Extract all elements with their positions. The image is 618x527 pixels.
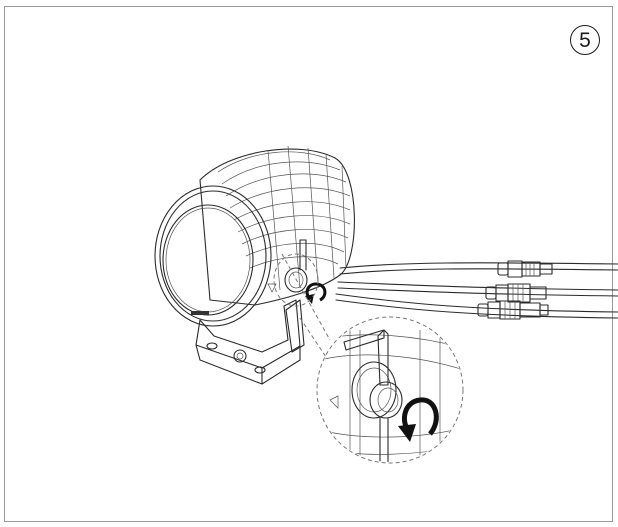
- brand-logo-mark: [191, 311, 209, 315]
- rotate-clockwise-arrow-icon: [305, 282, 327, 304]
- cables: [335, 262, 618, 319]
- step-number-badge: 5: [570, 25, 600, 55]
- tilt-knob-small: [267, 239, 308, 293]
- cable-connector-top: [497, 260, 553, 278]
- zoom-guide-upper: [281, 253, 331, 341]
- zoom-guide-lower: [299, 317, 341, 379]
- cable-connector-bottom: [477, 300, 549, 320]
- fixture-housing: [199, 145, 355, 306]
- detail-magnifier: [316, 316, 464, 464]
- rotate-clockwise-arrow-large-icon: [398, 397, 439, 442]
- fixture-front: [154, 185, 272, 327]
- cable-connector-middle: [485, 283, 547, 303]
- zoom-source-circle: [273, 253, 319, 307]
- mounting-bracket: [195, 299, 305, 385]
- diagram-frame: 5: [4, 6, 613, 522]
